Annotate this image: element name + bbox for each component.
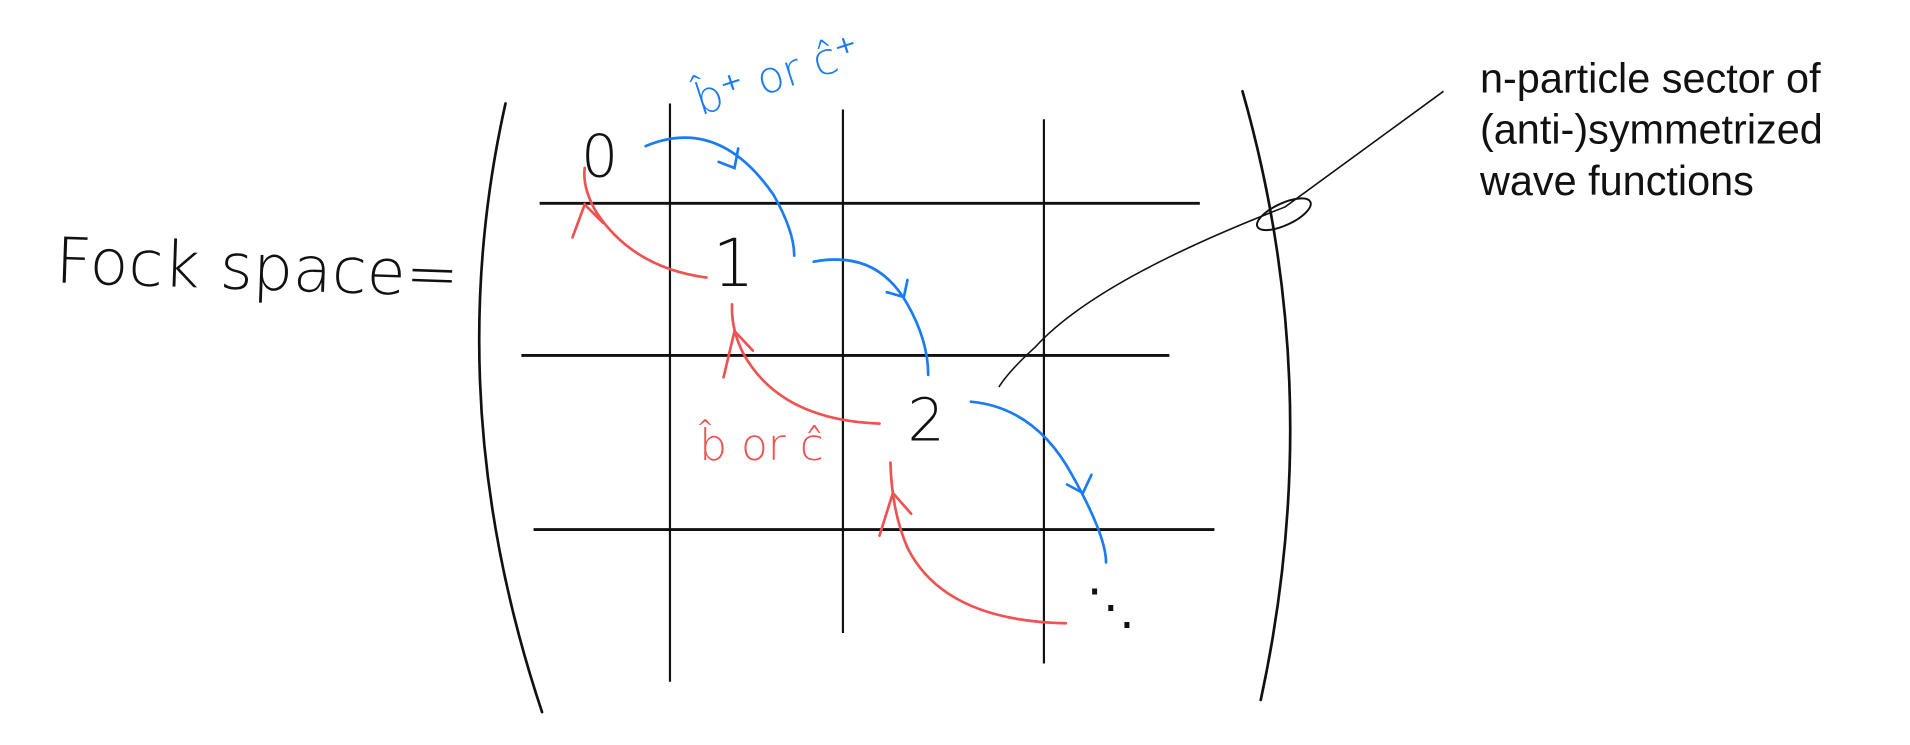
sector-2-label: 2 <box>907 387 944 455</box>
arrowhead-icon <box>571 202 605 239</box>
arrowhead-icon <box>1065 473 1093 495</box>
ellipsis-label: ⋱ <box>1087 579 1136 635</box>
arrowhead-icon <box>717 147 740 170</box>
arrowhead-icon <box>878 490 913 537</box>
left-parenthesis <box>477 102 544 714</box>
fock-space-label: Fock space= <box>54 223 460 311</box>
annotation-pointer-ellipse <box>1256 197 1312 232</box>
right-parenthesis <box>1241 89 1292 702</box>
sector-0-label: 0 <box>581 123 618 191</box>
arrowhead-icon <box>722 328 755 379</box>
sector-1-label: 1 <box>713 225 755 302</box>
arrowhead-icon <box>885 278 909 299</box>
creation-arrow-0-1 <box>644 136 796 257</box>
annihilation-arrow-n-2 <box>889 461 1068 625</box>
annotation-pointer-line <box>998 90 1444 388</box>
annotation-line-1: n-particle sector of <box>1480 56 1821 102</box>
annotation-line-3: wave functions <box>1479 158 1754 204</box>
creation-operator-label: b̂⁺ or ĉ⁺ <box>686 23 866 127</box>
creation-arrow-1-2 <box>812 258 930 377</box>
annotation-line-2: (anti-)symmetrized <box>1480 107 1823 153</box>
annihilation-operator-label: b̂ or ĉ <box>698 418 824 471</box>
creation-arrow-2-n <box>969 400 1108 564</box>
annihilation-arrow-2-1 <box>730 302 881 425</box>
